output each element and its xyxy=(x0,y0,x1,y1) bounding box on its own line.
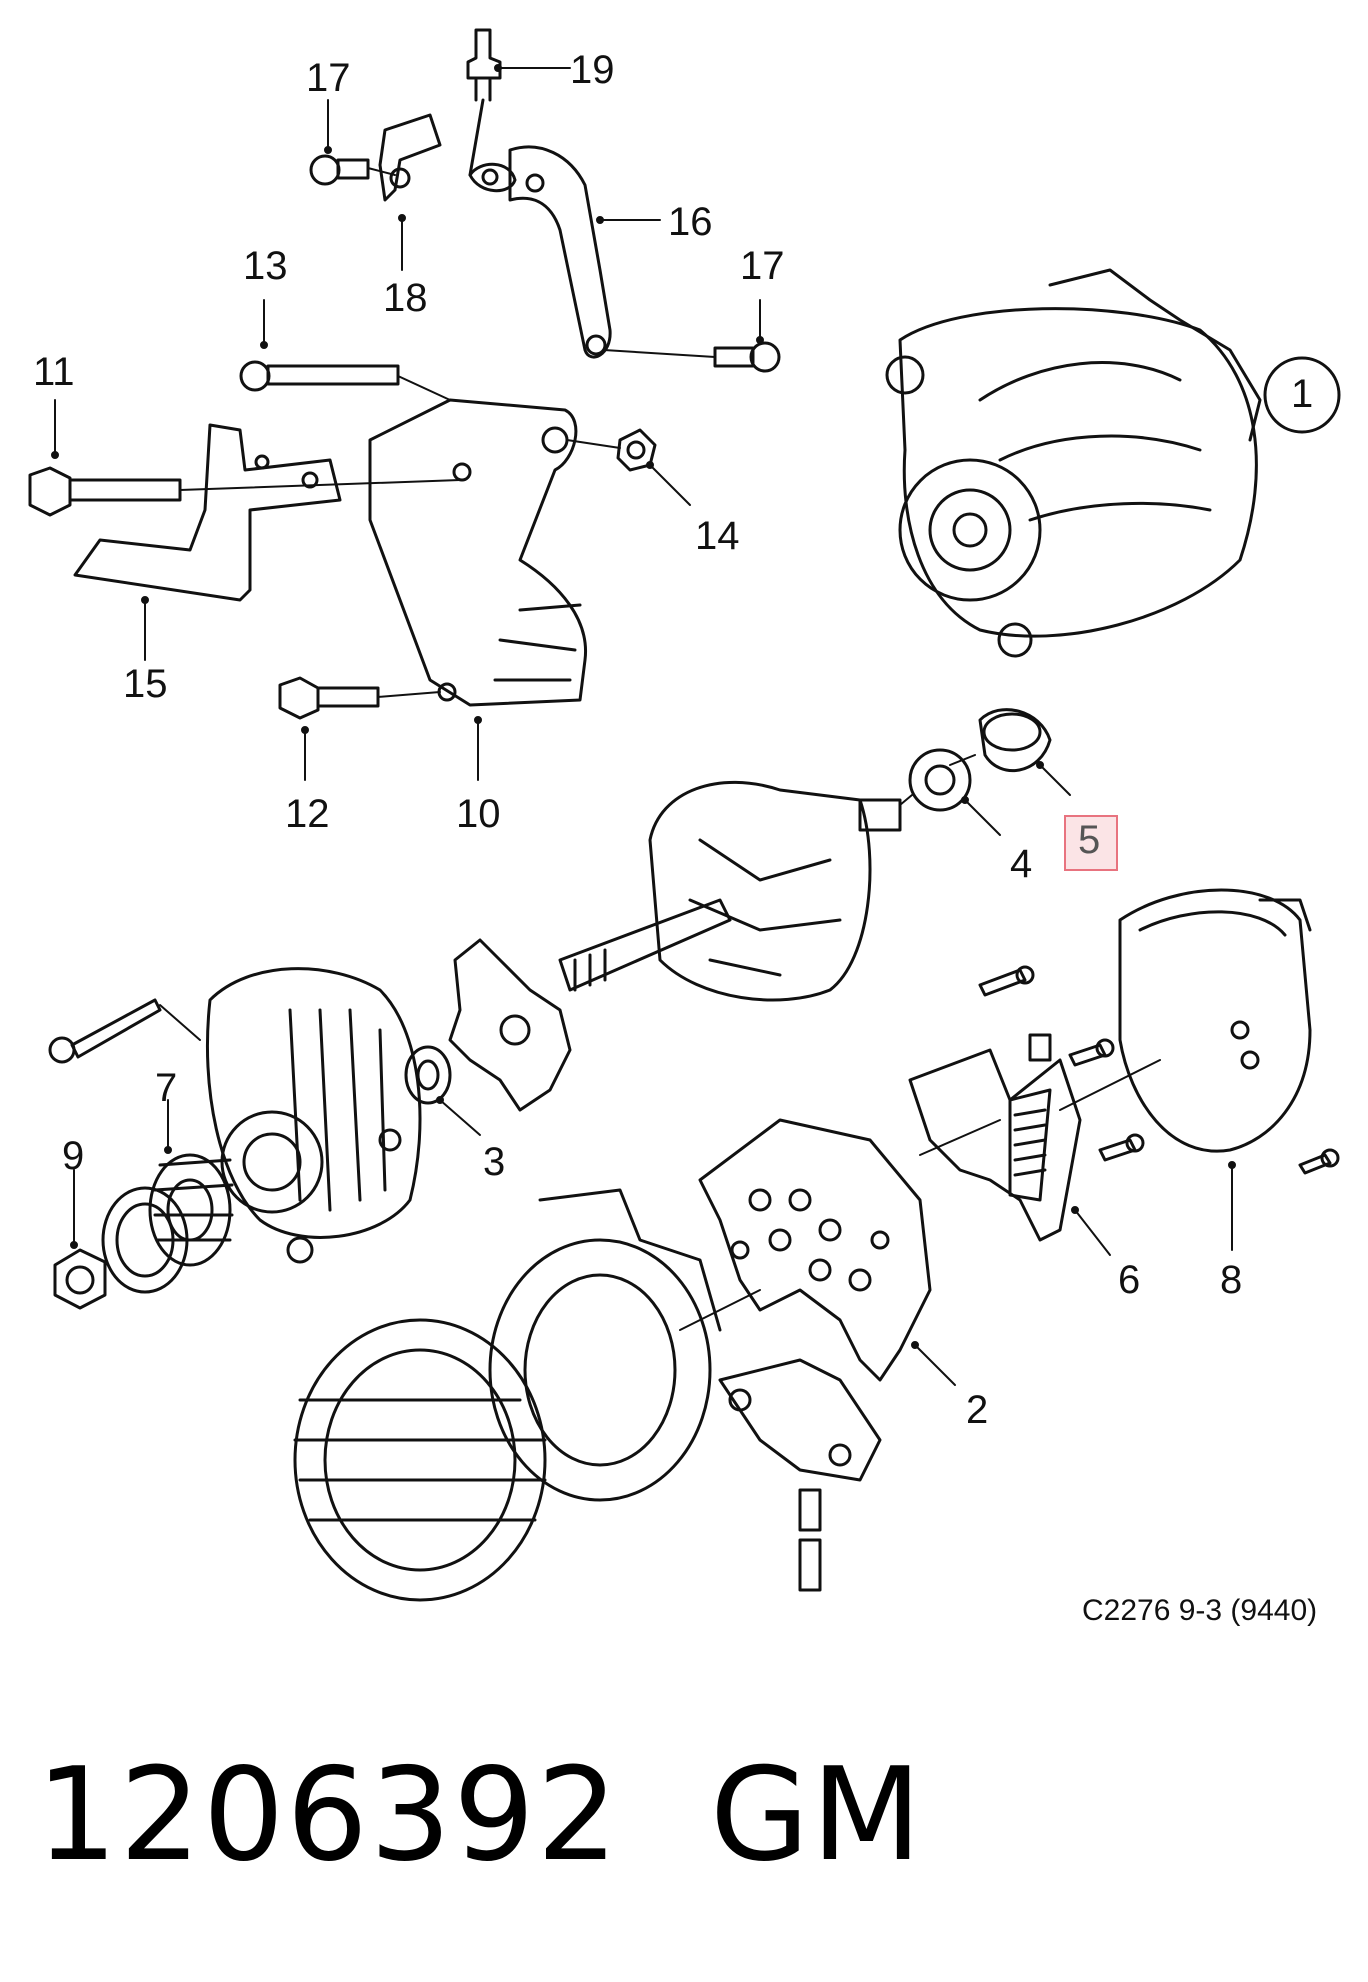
fan xyxy=(448,938,572,1112)
bolt-17-left xyxy=(309,154,396,186)
callout-2: 2 xyxy=(966,1388,989,1432)
callout-3: 3 xyxy=(483,1140,506,1184)
bearing-4 xyxy=(899,748,972,812)
center-housing xyxy=(488,1188,722,1502)
callout-9: 9 xyxy=(62,1134,85,1178)
rectifier-2 xyxy=(698,1118,932,1382)
bolt-13 xyxy=(239,360,451,401)
part-number: 1206392 xyxy=(36,1741,621,1890)
brand-name: GM xyxy=(710,1741,924,1890)
leader-lines xyxy=(51,64,1236,1386)
cover-screws xyxy=(978,965,1340,1175)
callout-17-left: 17 xyxy=(306,56,351,100)
callout-15: 15 xyxy=(123,662,168,706)
regulator-6 xyxy=(908,1033,1082,1242)
rotor xyxy=(558,780,902,1002)
bolt-17-right xyxy=(603,341,781,373)
bolt-11 xyxy=(28,466,461,517)
callout-4: 4 xyxy=(1010,842,1033,886)
callout-8: 8 xyxy=(1220,1258,1243,1302)
bearing-5 xyxy=(949,708,1052,772)
upper-bracket-16 xyxy=(508,145,612,359)
pulley-7 xyxy=(148,1153,234,1267)
alternator-assembly-1 xyxy=(885,268,1262,658)
bolt-12 xyxy=(278,676,441,720)
long-bolt xyxy=(48,998,201,1064)
callout-16: 16 xyxy=(668,200,713,244)
stud-19 xyxy=(466,28,502,177)
nut-9 xyxy=(53,1248,107,1310)
callout-7: 7 xyxy=(155,1066,178,1110)
brush-holder xyxy=(718,1358,882,1592)
cover-8 xyxy=(1118,888,1312,1153)
stator xyxy=(293,1318,547,1602)
bracket-15 xyxy=(73,423,342,602)
highlight-box-5 xyxy=(1064,815,1118,871)
callout-10: 10 xyxy=(456,792,501,836)
callout-18: 18 xyxy=(383,276,428,320)
callout-12: 12 xyxy=(285,792,330,836)
callout-5: 5 xyxy=(1078,818,1101,862)
nut-14 xyxy=(566,428,657,472)
callout-6: 6 xyxy=(1118,1258,1141,1302)
small-bracket-18 xyxy=(378,113,517,202)
callout-19: 19 xyxy=(570,48,615,92)
callout-13: 13 xyxy=(243,244,288,288)
drive-end-housing xyxy=(205,967,422,1264)
washer xyxy=(101,1186,189,1294)
callout-1: 1 xyxy=(1291,372,1314,416)
diagram-reference-code: C2276 9-3 (9440) xyxy=(1082,1594,1318,1627)
callout-14: 14 xyxy=(695,514,740,558)
mounting-bracket-10 xyxy=(368,398,588,707)
callout-17-right: 17 xyxy=(740,244,785,288)
callout-1-circle xyxy=(1263,356,1341,434)
callout-11: 11 xyxy=(33,350,75,394)
